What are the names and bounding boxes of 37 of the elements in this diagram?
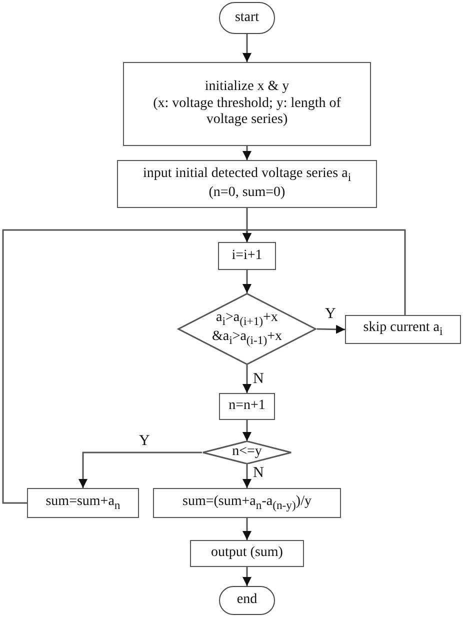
node-label: n<=y (232, 444, 262, 461)
arrow (242, 464, 252, 488)
arrow (242, 365, 252, 393)
node-label: skip current a$_{i}$ (363, 320, 443, 339)
node-label: start (234, 10, 260, 26)
arrow (242, 567, 252, 586)
process-box (218, 242, 276, 270)
decision-diamond (202, 441, 292, 464)
process-box (345, 315, 461, 344)
decision-diamond (177, 293, 317, 365)
process-box (123, 62, 371, 146)
arrow (78, 452, 202, 488)
process-box (153, 488, 341, 518)
node-label: output (sum) (211, 545, 283, 562)
node-label: initialize x & y (204, 78, 290, 96)
node-label: (n=0, sum=0) (208, 185, 286, 202)
arrow (242, 518, 252, 540)
node-label: i=i+1 (232, 248, 262, 264)
node-label: input initial detected voltage series a$_{i}$ (142, 166, 352, 185)
arrow (242, 146, 252, 160)
arrow (316, 324, 346, 334)
process-box (190, 540, 304, 567)
terminal-shape (219, 586, 275, 615)
process-box (219, 393, 275, 420)
node-label: sum=(sum+a$_{n}$-a$_{(n-y)}$)/y (182, 494, 312, 512)
process-box (27, 488, 139, 518)
terminal-shape (219, 2, 275, 34)
process-box (117, 160, 377, 208)
node-label: n=n+1 (228, 398, 266, 415)
node-label: sum=sum+a$_{n}$ (46, 494, 120, 512)
node-label: a$_{i}$>a$_{(i+1)}$+x &a$_{i}$>a$_{(i-1)}$+x (210, 310, 284, 348)
arrow (2, 229, 252, 504)
node-label: end (236, 592, 258, 609)
arrow (242, 420, 252, 441)
node-label: (x: voltage threshold; y: length of voltage series) (152, 96, 342, 130)
arrow (242, 34, 252, 62)
arrow (242, 270, 252, 293)
